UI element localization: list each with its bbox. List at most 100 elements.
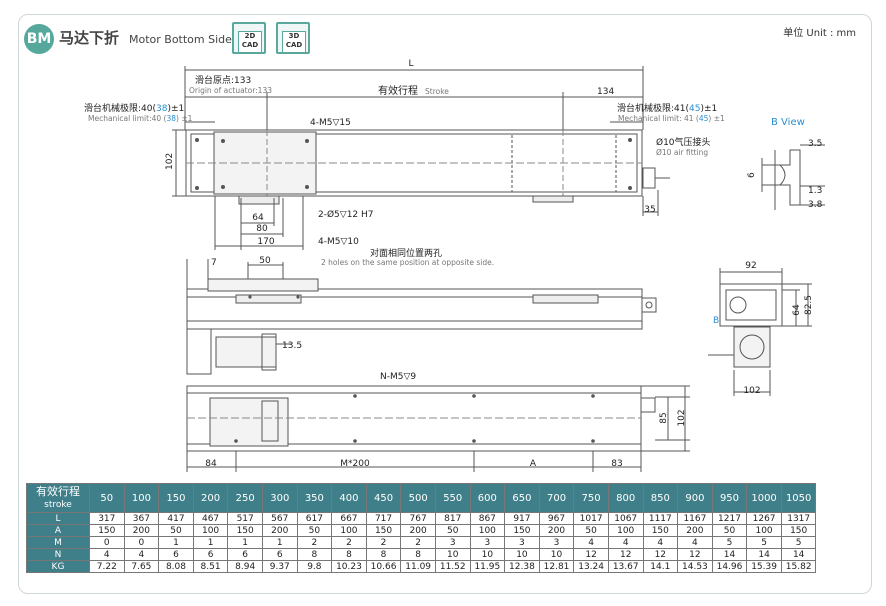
stroke-value: 650: [504, 483, 540, 513]
table-cell: 50: [573, 524, 609, 537]
table-cell: 14.1: [642, 560, 679, 573]
table-cell: 1267: [746, 512, 782, 525]
dim-102-bottom-right: 102: [677, 409, 687, 426]
table-cell: 3: [504, 536, 540, 549]
table-cell: 0: [89, 536, 125, 549]
table-cell: 317: [89, 512, 125, 525]
table-cell: 1117: [642, 512, 679, 525]
stroke-value: 300: [261, 483, 298, 513]
stroke-value: 600: [469, 483, 506, 513]
stroke-value: 950: [711, 483, 748, 513]
table-cell: 8.94: [227, 560, 263, 573]
table-cell: 11.52: [434, 560, 471, 573]
dim-170: 170: [257, 237, 274, 247]
opposite-holes-en: 2 holes on the same position at opposite…: [321, 258, 494, 267]
table-cell: 2: [365, 536, 402, 549]
dim-83: 83: [611, 459, 622, 469]
table-cell: 817: [434, 512, 471, 525]
dim-A: A: [530, 459, 537, 469]
table-cell: 1: [227, 536, 263, 549]
table-cell: 12: [677, 548, 713, 561]
dim-92: 92: [745, 261, 756, 271]
table-cell: 8.51: [192, 560, 229, 573]
stroke-value: 200: [192, 483, 229, 513]
table-cell: 8: [296, 548, 333, 561]
table-cell: 5: [780, 536, 817, 549]
table-cell: 917: [504, 512, 540, 525]
table-cell: 4: [573, 536, 609, 549]
air-fitting-en: Ø10 air fitting: [656, 148, 708, 157]
dim-85: 85: [659, 412, 669, 423]
table-cell: 200: [261, 524, 298, 537]
table-cell: 11.95: [469, 560, 506, 573]
stroke-value: 800: [607, 483, 644, 513]
stroke-value: 850: [642, 483, 679, 513]
stroke-value: 250: [227, 483, 263, 513]
table-cell: 767: [400, 512, 436, 525]
opposite-holes-cn: 对面相同位置两孔: [370, 247, 442, 259]
table-cell: 10: [469, 548, 506, 561]
table-cell: 1: [261, 536, 298, 549]
row-label: L: [26, 512, 90, 525]
table-cell: 1217: [711, 512, 748, 525]
table-cell: 567: [261, 512, 298, 525]
table-cell: 12.81: [538, 560, 575, 573]
table-cell: 3: [538, 536, 575, 549]
table-cell: 717: [365, 512, 402, 525]
table-cell: 2: [296, 536, 333, 549]
table-cell: 13.24: [573, 560, 609, 573]
stroke-value: 50: [89, 483, 125, 513]
table-cell: 467: [192, 512, 229, 525]
table-cell: 667: [331, 512, 367, 525]
table-cell: 100: [192, 524, 229, 537]
dim-82-5: 82.5: [804, 295, 814, 315]
table-cell: 14: [746, 548, 782, 561]
table-cell: 417: [158, 512, 194, 525]
table-cell: 4: [677, 536, 713, 549]
stroke-value: 750: [573, 483, 609, 513]
label-B: B: [713, 316, 719, 326]
stroke-value: 1000: [746, 483, 782, 513]
table-cell: 150: [642, 524, 679, 537]
table-cell: 4: [642, 536, 679, 549]
table-cell: 2: [400, 536, 436, 549]
table-cell: 7.65: [123, 560, 160, 573]
table-cell: 3: [469, 536, 506, 549]
table-cell: 200: [677, 524, 713, 537]
table-cell: 10: [504, 548, 540, 561]
table-cell: 12.38: [504, 560, 540, 573]
table-cell: 50: [434, 524, 471, 537]
table-cell: 5: [711, 536, 748, 549]
stroke-value: 550: [434, 483, 471, 513]
stroke-value: 900: [677, 483, 713, 513]
row-label: N: [26, 548, 90, 561]
table-cell: 8: [331, 548, 367, 561]
table-cell: 517: [227, 512, 263, 525]
table-cell: 8: [365, 548, 402, 561]
table-cell: 10.23: [331, 560, 367, 573]
origin-cn: 滑台原点:133: [195, 74, 251, 86]
page-frame: [18, 14, 872, 594]
table-cell: 14.96: [711, 560, 748, 573]
table-cell: 0: [123, 536, 160, 549]
stroke-value: 350: [296, 483, 333, 513]
hole-4m5-10: 4-M5▽10: [318, 237, 359, 247]
stroke-value: 150: [158, 483, 194, 513]
dim-84: 84: [205, 459, 217, 469]
table-cell: 11.09: [400, 560, 436, 573]
stroke-value: 700: [538, 483, 575, 513]
stroke-cn: 有效行程: [378, 84, 418, 97]
table-cell: 100: [469, 524, 506, 537]
air-fitting-cn: Ø10气压接头: [656, 136, 711, 148]
dim-6: 6: [747, 172, 757, 178]
table-cell: 150: [365, 524, 402, 537]
